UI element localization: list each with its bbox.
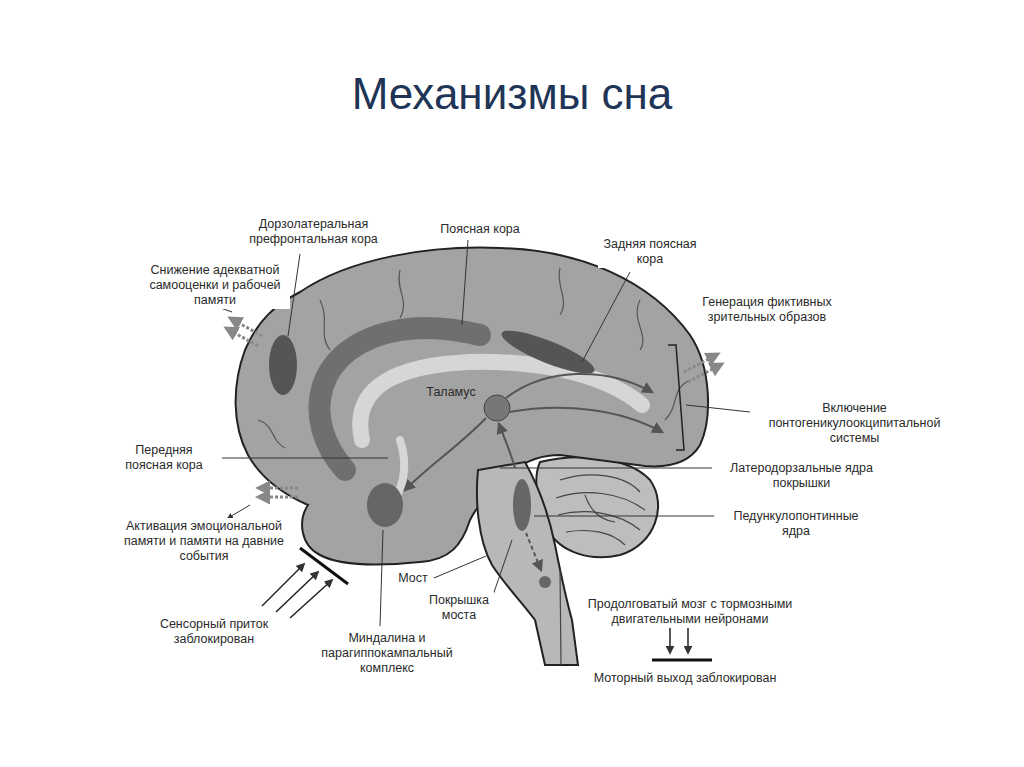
callout-label: Генерация фиктивных зрительных образов xyxy=(698,294,836,326)
callout-label: Педункулопонтинные ядра xyxy=(716,508,876,540)
callout-label: Таламус xyxy=(420,384,482,401)
pgo-pathways xyxy=(405,374,662,570)
cerebrum xyxy=(236,248,708,565)
callout-label: Включение понтогеникулоокципитальной сис… xyxy=(752,400,957,447)
callout-label: Передняя поясная кора xyxy=(108,442,220,474)
amygdala xyxy=(367,483,403,527)
bracket xyxy=(668,345,684,450)
callout-label: Поясная кора xyxy=(425,221,535,238)
medulla-nucleus xyxy=(539,576,551,588)
cerebellum-folia xyxy=(556,475,645,545)
pedunculopontine-nuclei xyxy=(513,479,531,531)
posterior-cingulate xyxy=(498,323,599,381)
dotted-arrows xyxy=(226,318,722,497)
callout-label: Задняя поясная кора xyxy=(598,236,702,268)
callout-label: Активация эмоциональной памяти и памяти … xyxy=(118,518,290,565)
callout-label: Сенсорный приток заблокирован xyxy=(138,616,290,648)
block-bar xyxy=(652,659,712,662)
motor-arrows xyxy=(670,626,688,653)
block-bar xyxy=(300,548,348,584)
callout-label: Дорзолатеральная префронтальная кора xyxy=(226,216,401,248)
spinal-canal xyxy=(560,570,561,665)
callout-label: Снижение адекватной самооценки и рабочей… xyxy=(140,262,290,309)
callout-label: Мост xyxy=(392,570,434,587)
thalamus xyxy=(484,395,510,421)
callout-label: Продолговатый мозг с тормозными двигател… xyxy=(585,596,795,628)
callout-label: Миндалина и парагиппокампальный комплекс xyxy=(292,630,482,677)
diagram-title: Механизмы сна xyxy=(0,68,1024,121)
small-arrows xyxy=(212,305,250,518)
callout-label: Латеродорзальные ядра покрышки xyxy=(714,460,889,492)
sensory-arrows xyxy=(262,564,332,618)
callout-label: Моторный выход заблокирован xyxy=(560,670,810,687)
dlpfc xyxy=(269,335,297,395)
brainstem xyxy=(477,462,578,665)
callout-label: Покрышка моста xyxy=(424,592,494,624)
leader-lines xyxy=(222,240,750,626)
